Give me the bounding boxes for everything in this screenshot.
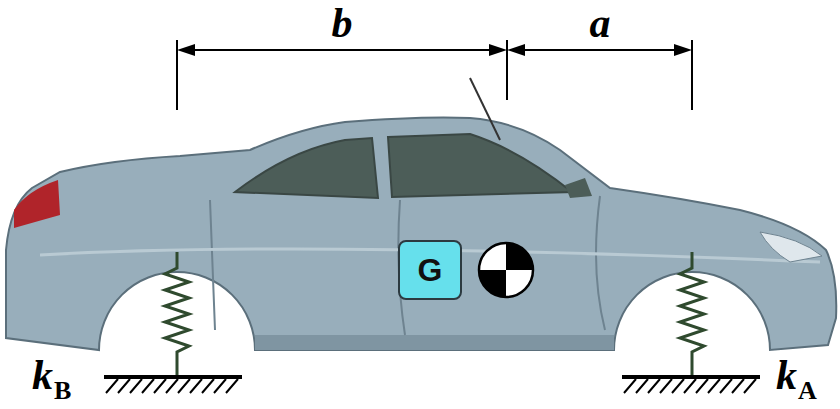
headlight xyxy=(760,232,822,262)
spring-constant-label: k xyxy=(32,354,53,396)
subscript-label: B xyxy=(54,378,71,404)
center-of-mass-symbol xyxy=(479,243,533,297)
car-body xyxy=(6,118,836,351)
ground-symbol xyxy=(104,377,760,393)
car-window xyxy=(388,134,572,197)
dimension-label: a xyxy=(590,2,611,44)
tail-light xyxy=(14,180,60,228)
subscript-label: A xyxy=(798,378,817,404)
spring-symbol xyxy=(165,252,704,376)
node-text: G xyxy=(418,254,443,286)
dimension-label: b xyxy=(332,2,353,44)
center-label-box: G xyxy=(398,240,462,300)
spring-constant-label: k xyxy=(776,354,797,396)
dimension-line xyxy=(177,40,692,110)
car-window xyxy=(235,138,378,198)
